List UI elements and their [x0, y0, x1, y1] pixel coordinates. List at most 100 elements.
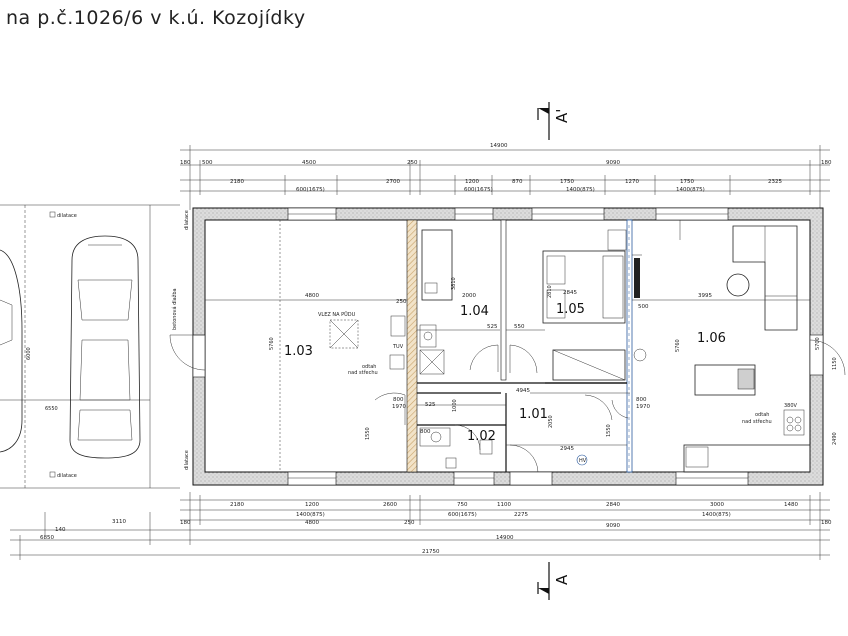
dim-bot-r1-1: 1200	[305, 502, 319, 508]
dim-top-r1-5: 180	[821, 160, 832, 166]
room-label-1-01: 1.01	[519, 407, 548, 422]
bottom-dimension-lines	[10, 492, 830, 560]
dim-500: 500	[638, 304, 649, 310]
attic-hatch	[329, 319, 359, 349]
exterior-walls	[192, 207, 824, 486]
top-dimension-lines	[180, 145, 830, 210]
room-label-1-05: 1.05	[556, 302, 585, 317]
dim-3995: 3995	[698, 293, 712, 299]
car-left-icon	[0, 249, 23, 453]
dim-top-r2-7: 2325	[768, 179, 782, 185]
dim-1970a: 1970	[392, 404, 406, 410]
dim-top-r1-3: 250	[407, 160, 418, 166]
parking-area: dilatace dilatace 6550 6000 betonová dla…	[0, 204, 190, 489]
dim-525: 525	[487, 324, 498, 330]
water-meter-icon	[576, 454, 588, 466]
dim-bot-r2-0: 1400(875)	[296, 512, 325, 518]
dim-250: 250	[396, 299, 407, 305]
dim-4945: 4945	[516, 388, 530, 394]
room-label-1-03: 1.03	[284, 344, 313, 359]
room-label-1-04: 1.04	[460, 304, 489, 319]
dilatace-label-3: dilatace	[184, 210, 190, 230]
dim-6000: 6000	[26, 347, 32, 360]
interior-dimension-texts: 4800 5760 5760 3995 2000 2845 525 550 49…	[269, 277, 838, 452]
dim-5760a: 5760	[269, 337, 275, 350]
dim-top-r2-1: 2700	[386, 179, 400, 185]
dim-1150: 1150	[832, 357, 838, 370]
dim-bot-r2-3: 1400(875)	[702, 512, 731, 518]
room-labels: 1.03 1.04 1.05 1.06 1.01 1.02	[284, 302, 726, 444]
dim-bot-r1-2: 2600	[383, 502, 397, 508]
bathroom-furniture	[389, 229, 493, 469]
section-label-top: A'	[553, 109, 571, 123]
attic-label: VLEZ NA PŮDU	[318, 311, 356, 318]
dim-top-r1-4: 9090	[606, 160, 620, 166]
bottom-dimension-texts: 2180 1200 2600 750 1100 2840 3000 1480 1…	[40, 502, 832, 555]
dilatace-label-2: dilatace	[57, 473, 77, 479]
dim-bot-r1-6: 3000	[710, 502, 724, 508]
dim-4800: 4800	[305, 293, 319, 299]
dim-1970b: 1970	[636, 404, 650, 410]
dim-bot-r1-3: 750	[457, 502, 468, 508]
section-label-bottom: A	[553, 574, 571, 585]
annotation-labels: VLEZ NA PŮDU odtah nad střechu odtah nad…	[318, 311, 798, 466]
dim-1000: 1000	[452, 399, 458, 412]
dim-top-r3-2: 1400(875)	[566, 187, 595, 193]
dim-top-r2-5: 1270	[625, 179, 639, 185]
dim-bot-r3-3: 9090	[606, 523, 620, 529]
dim-bot-r1-0: 2180	[230, 502, 244, 508]
dilatace-label-4: dilatace	[184, 450, 190, 470]
dim-5700: 5700	[815, 337, 821, 350]
dim-2945: 2945	[560, 446, 574, 452]
dim-top-r1-1: 500	[202, 160, 213, 166]
dim-bot-r2-1: 600(1675)	[448, 512, 477, 518]
drawing-title: na p.č.1026/6 v k.ú. Kozojídky	[6, 7, 306, 29]
dim-top-r1-0: 180	[180, 160, 191, 166]
dim-3810: 3810	[451, 277, 457, 290]
dim-bot-r3-4: 180	[821, 520, 832, 526]
dim-550: 550	[514, 324, 525, 330]
top-dimension-texts: 14900 180 500 4500 250 9090 180 2180 270…	[180, 143, 832, 193]
dim-5760b: 5760	[675, 339, 681, 352]
living-furniture	[683, 225, 811, 473]
dim-top-r3-3: 1400(875)	[676, 187, 705, 193]
dim-bot-r1-7: 1480	[784, 502, 798, 508]
dim-bot-r3-1: 4800	[305, 520, 319, 526]
dim-bot-r3-0: 180	[180, 520, 191, 526]
dim-bot-r1-4: 1100	[497, 502, 511, 508]
room-label-1-02: 1.02	[467, 429, 496, 444]
odtah-label-1b: nad střechu	[348, 369, 378, 376]
dim-overall-bottom: 21750	[422, 549, 440, 555]
dim-2845: 2845	[563, 290, 577, 296]
dim-2050: 2050	[548, 415, 554, 428]
door-swings	[169, 334, 846, 473]
interior-walls	[279, 219, 681, 473]
dim-2810: 2810	[547, 285, 553, 298]
dim-800a: 800	[393, 397, 404, 403]
dim-top-r3-0: 600(1675)	[296, 187, 325, 193]
dim-bot-r3-2: 250	[404, 520, 415, 526]
section-mark-bottom: A	[537, 562, 571, 600]
power-label: 380V	[784, 403, 798, 409]
tuv-label: TUV	[392, 344, 404, 350]
section-mark-top: A'	[537, 102, 571, 140]
dim-bot-r4-1: 14900	[496, 535, 514, 541]
dim-top-r2-3: 870	[512, 179, 523, 185]
dim-800c: 800	[420, 429, 431, 435]
dim-top-r2-4: 1750	[560, 179, 574, 185]
dim-2490: 2490	[832, 432, 838, 445]
dim-1550b: 1550	[606, 424, 612, 437]
dim-2000: 2000	[462, 293, 476, 299]
dim-overall-top: 14900	[490, 143, 508, 149]
dim-525b: 525	[425, 402, 436, 408]
beton-label: betonová dlažba	[171, 288, 178, 330]
water-label: HV	[579, 458, 587, 464]
odtah-label-2b: nad střechu	[742, 418, 772, 425]
dim-bot-r2-2: 2275	[514, 512, 528, 518]
dim-top-r2-6: 1750	[680, 179, 694, 185]
dim-bot-r1-5: 2840	[606, 502, 620, 508]
dim-bot-r5-0: 6850	[40, 535, 54, 541]
dim-top-r2-0: 2180	[230, 179, 244, 185]
dim-6550: 6550	[45, 406, 58, 412]
dim-bot-r4-0: 3110	[112, 519, 126, 525]
